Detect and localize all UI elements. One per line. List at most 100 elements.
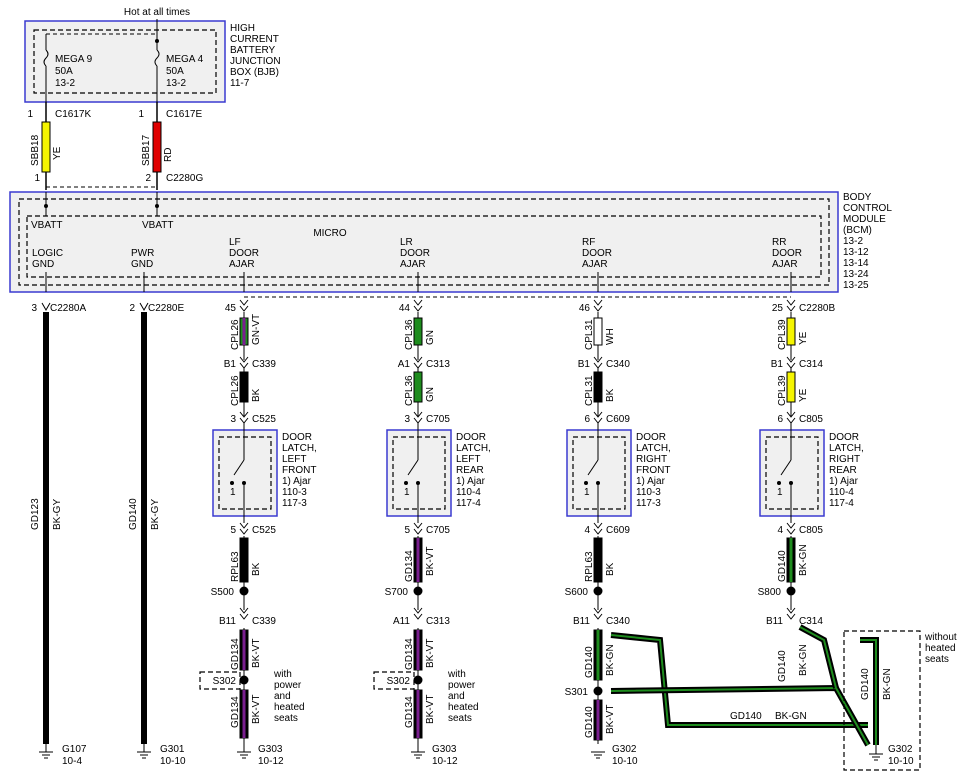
svg-text:10-12: 10-12	[432, 756, 458, 767]
supply-wire-sbb18: 1 C1617K SBB18 YE 1	[27, 102, 91, 190]
svg-text:GD140: GD140	[777, 550, 788, 582]
svg-text:BOX (BJB): BOX (BJB)	[230, 67, 279, 78]
svg-text:2: 2	[129, 303, 135, 314]
svg-text:DOOR: DOOR	[282, 432, 312, 443]
svg-text:117-3: 117-3	[636, 498, 661, 509]
svg-text:BK: BK	[251, 388, 262, 402]
svg-text:AJAR: AJAR	[229, 259, 255, 270]
svg-text:YE: YE	[52, 146, 63, 160]
svg-text:power: power	[274, 680, 302, 691]
svg-text:C1617K: C1617K	[55, 109, 91, 120]
svg-text:C314: C314	[799, 359, 823, 370]
svg-text:DOOR: DOOR	[636, 432, 666, 443]
svg-text:DOOR: DOOR	[400, 248, 430, 259]
body-control-module: VBATT VBATT MICRO LOGIC GND PWR GND LF D…	[9, 191, 839, 298]
svg-text:117-4: 117-4	[456, 498, 481, 509]
svg-text:BK-GN: BK-GN	[798, 644, 809, 676]
svg-text:LOGIC: LOGIC	[32, 248, 63, 259]
svg-text:S500: S500	[211, 587, 235, 598]
svg-text:RD: RD	[163, 148, 174, 162]
svg-text:GD123: GD123	[30, 498, 41, 530]
svg-text:S301: S301	[565, 687, 589, 698]
splice-dot	[593, 586, 603, 596]
svg-text:CPL36: CPL36	[404, 375, 415, 406]
svg-text:AJAR: AJAR	[582, 259, 608, 270]
svg-text:WH: WH	[605, 328, 616, 345]
svg-text:CPL31: CPL31	[584, 375, 595, 406]
svg-text:117-3: 117-3	[282, 498, 307, 509]
svg-text:CPL26: CPL26	[230, 375, 241, 406]
svg-text:B1: B1	[578, 359, 591, 370]
svg-text:heated: heated	[448, 702, 479, 713]
bus-color: BK-GN	[775, 711, 807, 722]
splice-dot	[239, 586, 249, 596]
svg-text:3: 3	[31, 303, 37, 314]
svg-text:5: 5	[230, 525, 236, 536]
ground-wire-gd140: 2 C2280E GD140 BK-GY G301 10-10	[128, 302, 186, 767]
svg-text:1) Ajar: 1) Ajar	[456, 476, 486, 487]
svg-text:C339: C339	[252, 359, 276, 370]
bjb-label: HIGH CURRENT BATTERY JUNCTION BOX (BJB) …	[230, 23, 281, 89]
svg-text:BK-VT: BK-VT	[251, 695, 262, 724]
svg-text:BK-VT: BK-VT	[425, 547, 436, 576]
switch-icon	[587, 459, 599, 476]
svg-text:RF: RF	[582, 237, 595, 248]
switch-icon	[407, 459, 419, 476]
svg-text:S700: S700	[385, 587, 409, 598]
svg-text:GD140: GD140	[128, 498, 139, 530]
svg-text:3: 3	[404, 414, 410, 425]
svg-text:BK: BK	[251, 562, 262, 576]
svg-text:power: power	[448, 680, 476, 691]
svg-text:with: with	[447, 669, 466, 680]
svg-text:C339: C339	[252, 616, 276, 627]
svg-text:GD134: GD134	[230, 638, 241, 670]
fuse-rating: 50A	[166, 66, 184, 77]
fuse-name: MEGA 9	[55, 54, 93, 65]
svg-text:CONTROL: CONTROL	[843, 203, 892, 214]
svg-text:DOOR: DOOR	[456, 432, 486, 443]
svg-text:1: 1	[34, 173, 40, 184]
svg-text:3: 3	[230, 414, 236, 425]
svg-text:1: 1	[584, 487, 590, 498]
svg-text:6: 6	[584, 414, 590, 425]
svg-text:DOOR: DOOR	[229, 248, 259, 259]
svg-text:(BCM): (BCM)	[843, 225, 872, 236]
svg-text:C705: C705	[426, 525, 450, 536]
svg-text:S302: S302	[387, 676, 411, 687]
svg-text:S800: S800	[758, 587, 782, 598]
svg-text:REAR: REAR	[829, 465, 857, 476]
svg-text:AJAR: AJAR	[400, 259, 426, 270]
svg-text:DOOR: DOOR	[772, 248, 802, 259]
svg-text:4: 4	[584, 525, 590, 536]
svg-text:LEFT: LEFT	[282, 454, 306, 465]
vbatt-label: VBATT	[142, 220, 173, 231]
svg-text:LF: LF	[229, 237, 241, 248]
svg-text:13-12: 13-12	[843, 247, 869, 258]
svg-text:CPL26: CPL26	[230, 319, 241, 350]
door-latch-box	[386, 429, 452, 517]
splice-dot	[413, 675, 423, 685]
svg-text:without: without	[924, 632, 957, 643]
svg-text:JUNCTION: JUNCTION	[230, 56, 281, 67]
svg-text:seats: seats	[925, 654, 949, 665]
svg-text:C2280G: C2280G	[166, 173, 203, 184]
svg-text:CPL39: CPL39	[777, 319, 788, 350]
svg-text:heated: heated	[925, 643, 956, 654]
door-latch-box	[566, 429, 632, 517]
svg-text:C313: C313	[426, 616, 450, 627]
switch-icon	[233, 459, 245, 476]
svg-text:A1: A1	[398, 359, 411, 370]
svg-text:110-3: 110-3	[636, 487, 661, 498]
svg-text:YE: YE	[798, 388, 809, 402]
splice-dot	[593, 686, 603, 696]
svg-text:10-12: 10-12	[258, 756, 284, 767]
hot-at-all-times-label: Hot at all times	[124, 7, 190, 18]
svg-text:CPL36: CPL36	[404, 319, 415, 350]
svg-text:13-25: 13-25	[843, 280, 869, 291]
svg-text:C609: C609	[606, 414, 630, 425]
svg-text:and: and	[274, 691, 291, 702]
svg-text:GN: GN	[425, 330, 436, 345]
svg-text:GN: GN	[425, 387, 436, 402]
